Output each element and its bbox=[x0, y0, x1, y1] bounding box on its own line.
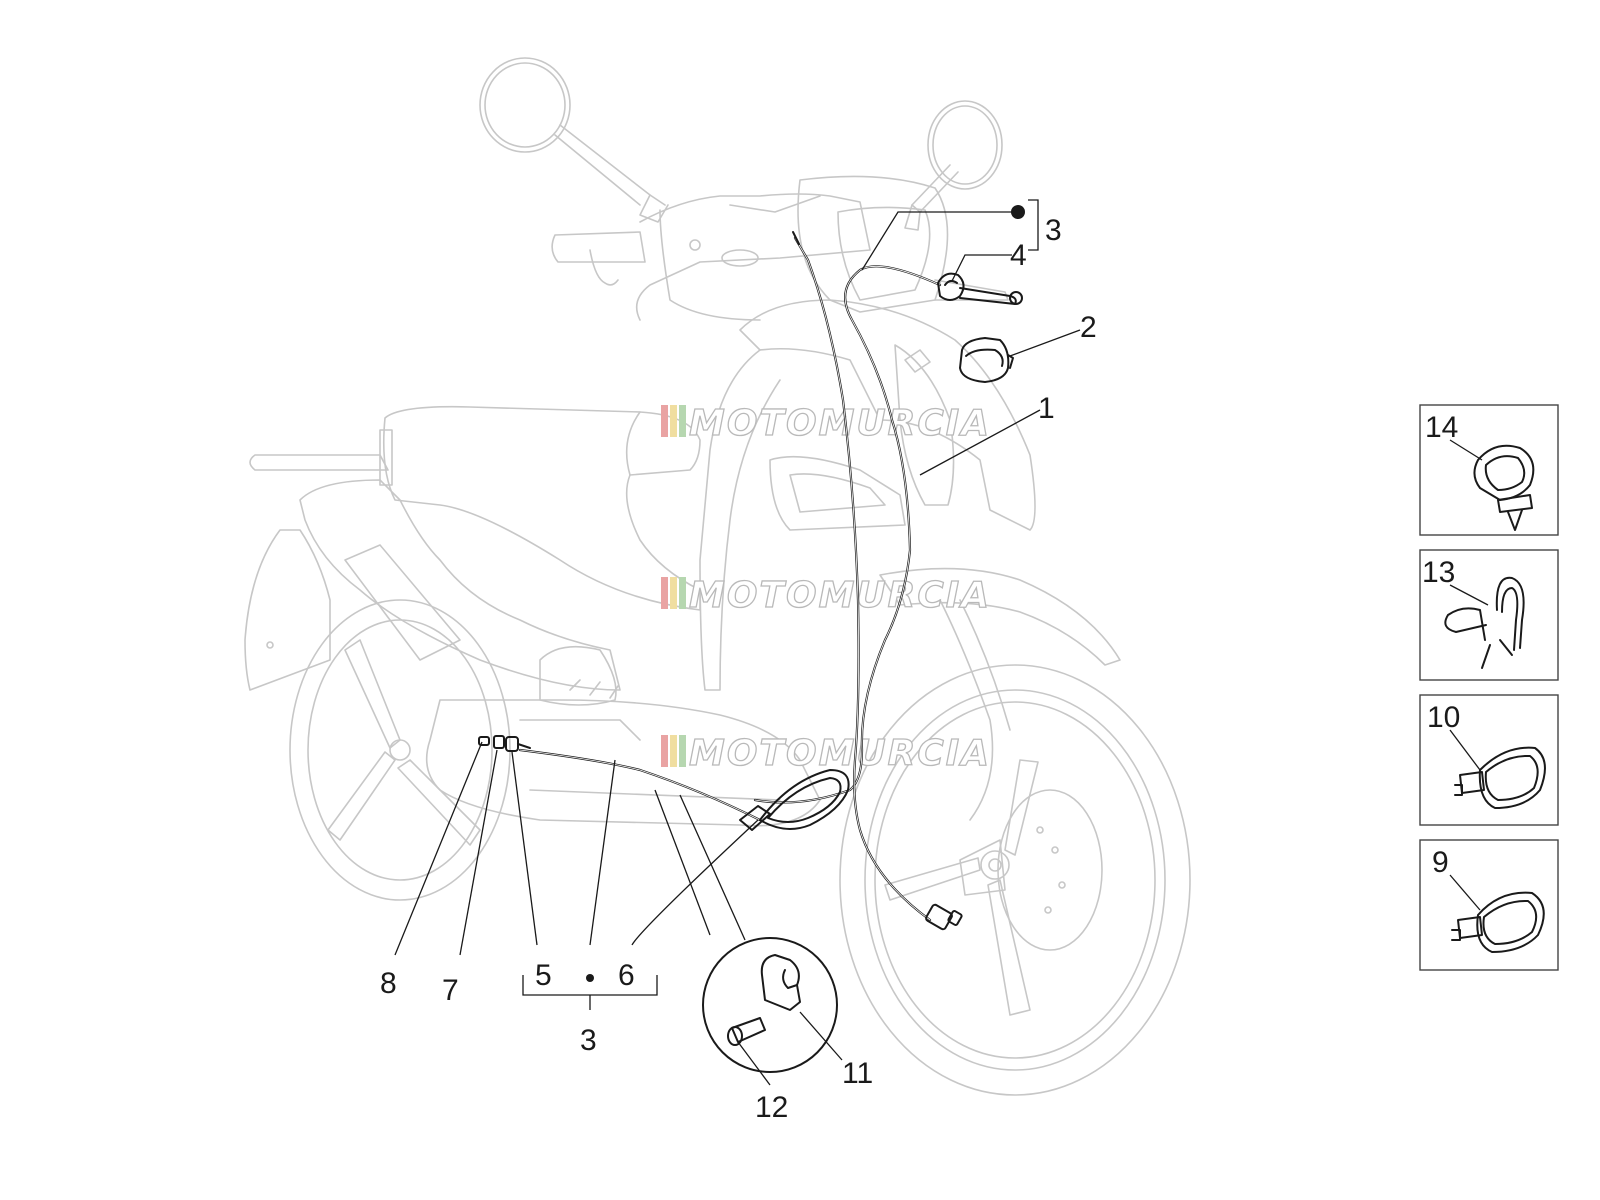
watermark-bottom: MOTOMURCIA bbox=[661, 732, 991, 775]
part-box-14: 14 bbox=[1419, 404, 1559, 536]
callout-3-top: 3 bbox=[1045, 214, 1062, 247]
box-label-9: 9 bbox=[1432, 846, 1449, 879]
part-box-9: 9 bbox=[1419, 839, 1559, 971]
box-label-14: 14 bbox=[1425, 411, 1458, 444]
watermark-text: MOTOMURCIA bbox=[689, 575, 991, 616]
callout-2: 2 bbox=[1080, 311, 1097, 344]
part-box-10: 10 bbox=[1419, 694, 1559, 826]
leader-lines bbox=[394, 199, 1081, 1086]
callout-8: 8 bbox=[380, 967, 397, 1000]
cable-6 bbox=[518, 748, 762, 822]
box-label-13: 13 bbox=[1422, 556, 1455, 589]
bullet-top bbox=[1011, 205, 1025, 219]
cable-hardware bbox=[478, 735, 531, 752]
watermark-top: MOTOMURCIA bbox=[661, 402, 991, 445]
bullet-bottom bbox=[586, 974, 594, 982]
box-label-10: 10 bbox=[1427, 701, 1460, 734]
callout-labels: 3 4 2 1 8 7 5 6 3 11 12 bbox=[380, 214, 1097, 1124]
callout-11: 11 bbox=[842, 1057, 873, 1090]
callout-1: 1 bbox=[1038, 392, 1055, 425]
watermark-text: MOTOMURCIA bbox=[689, 733, 991, 774]
part-box-13: 13 bbox=[1419, 549, 1559, 681]
grommet-2 bbox=[959, 337, 1014, 383]
callout-5: 5 bbox=[535, 959, 552, 992]
detail-circle bbox=[702, 937, 838, 1073]
callout-3-bottom: 3 bbox=[580, 1024, 597, 1057]
watermark-text: MOTOMURCIA bbox=[689, 403, 991, 444]
callout-6: 6 bbox=[618, 959, 635, 992]
callout-7: 7 bbox=[442, 974, 459, 1007]
clamp-loop bbox=[739, 769, 850, 831]
watermark-middle: MOTOMURCIA bbox=[661, 574, 991, 617]
scooter-outline bbox=[244, 57, 1191, 1096]
cable-1 bbox=[753, 265, 942, 804]
clip-4 bbox=[937, 272, 1023, 305]
callout-12: 12 bbox=[755, 1091, 788, 1124]
callout-4: 4 bbox=[1010, 239, 1027, 272]
cable-speedometer bbox=[792, 231, 963, 931]
